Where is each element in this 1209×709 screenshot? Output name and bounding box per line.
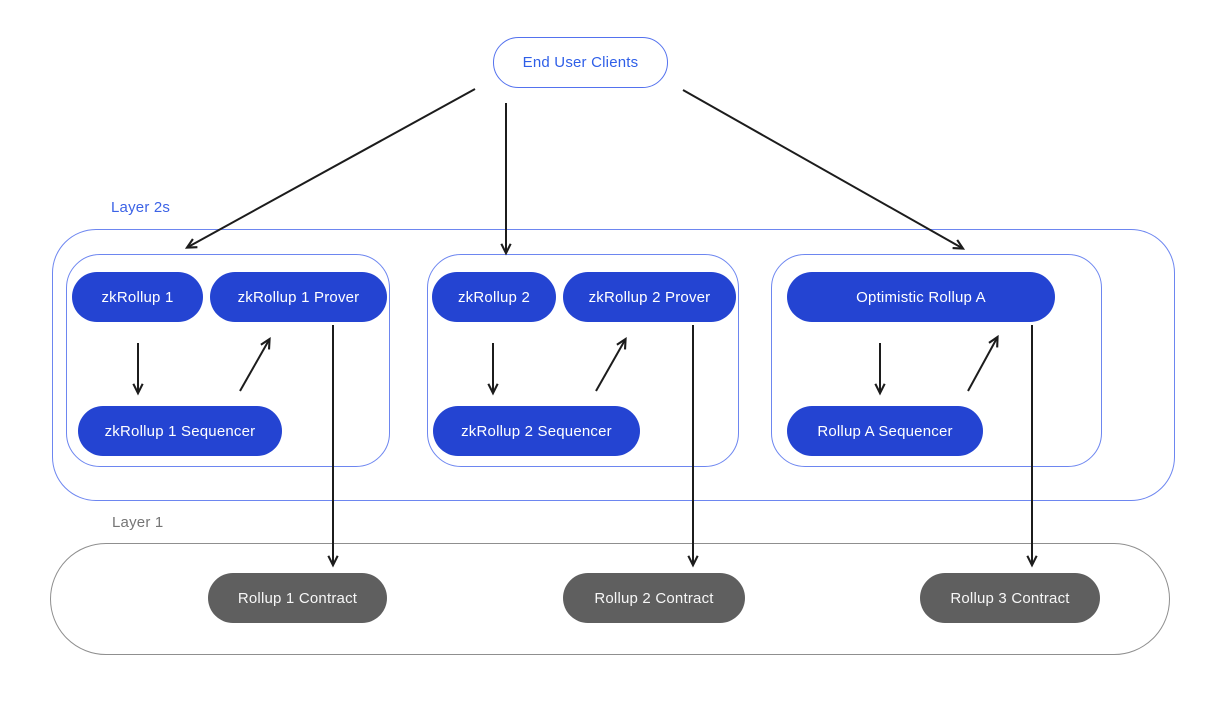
node-end-user-clients: End User Clients	[493, 37, 668, 88]
node-zkrollup2-prover: zkRollup 2 Prover	[563, 272, 736, 322]
layer2s-container-box	[52, 229, 1175, 501]
node-optimistic-rollup-a: Optimistic Rollup A	[787, 272, 1055, 322]
layer2s-label: Layer 2s	[111, 199, 171, 216]
node-rollup1-contract: Rollup 1 Contract	[208, 573, 387, 623]
optimistic-rollup-group-box	[771, 254, 1102, 467]
node-rollup-a-sequencer: Rollup A Sequencer	[787, 406, 983, 456]
layer1-container-box	[50, 543, 1170, 655]
node-rollup3-contract: Rollup 3 Contract	[920, 573, 1100, 623]
node-rollup2-contract: Rollup 2 Contract	[563, 573, 745, 623]
node-zkrollup1: zkRollup 1	[72, 272, 203, 322]
zkrollup2-group-box	[427, 254, 739, 467]
node-zkrollup1-prover: zkRollup 1 Prover	[210, 272, 387, 322]
node-zkrollup1-sequencer: zkRollup 1 Sequencer	[78, 406, 282, 456]
layer1-label: Layer 1	[112, 514, 164, 531]
arrow-clients-to-optimistic-rollup	[682, 89, 962, 248]
node-zkrollup2: zkRollup 2	[432, 272, 556, 322]
node-zkrollup2-sequencer: zkRollup 2 Sequencer	[433, 406, 640, 456]
zkrollup1-group-box	[66, 254, 390, 467]
arrow-clients-to-zkrollup1	[188, 88, 476, 247]
